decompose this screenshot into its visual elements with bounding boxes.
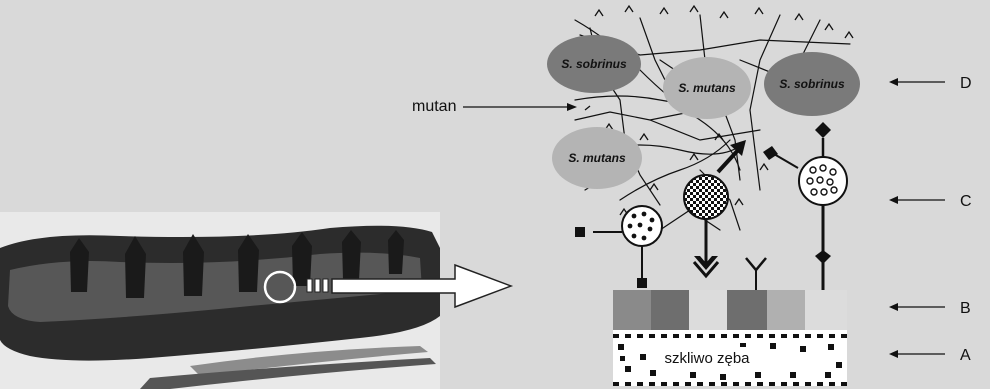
bacterium-s-sobrinus-1: S. sobrinus	[547, 35, 641, 93]
bacterium-s-mutans-1: S. mutans	[663, 57, 751, 119]
adhesin-arrow	[718, 140, 746, 172]
svg-text:S. mutans: S. mutans	[678, 81, 736, 95]
layer-label-a: A	[889, 347, 971, 364]
svg-text:D: D	[960, 75, 972, 92]
svg-text:S. mutans: S. mutans	[568, 151, 626, 165]
teeth-photo	[0, 212, 440, 389]
svg-text:A: A	[960, 347, 971, 364]
layer-label-c: C	[889, 193, 972, 210]
adhesin-ring-circle	[763, 122, 847, 290]
receptor-y	[746, 258, 766, 290]
bacterium-s-mutans-2: S. mutans	[552, 127, 642, 189]
layer-label-b: B	[889, 300, 971, 317]
pellicle-layer	[613, 290, 847, 330]
svg-text:B: B	[960, 300, 971, 317]
svg-text:C: C	[960, 193, 972, 210]
svg-text:S. sobrinus: S. sobrinus	[561, 57, 627, 71]
svg-text:szkliwo zęba: szkliwo zęba	[664, 350, 750, 367]
adhesin-checkered-circle-1	[684, 175, 728, 276]
adhesin-dotted-circle	[575, 206, 662, 288]
svg-text:S. sobrinus: S. sobrinus	[779, 77, 845, 91]
layer-label-d: D	[889, 75, 972, 92]
enamel-label: szkliwo zęba	[664, 347, 750, 369]
svg-text:mutan: mutan	[412, 98, 456, 115]
bacterium-s-sobrinus-2: S. sobrinus	[764, 52, 860, 116]
mutan-label: mutan	[412, 98, 577, 115]
